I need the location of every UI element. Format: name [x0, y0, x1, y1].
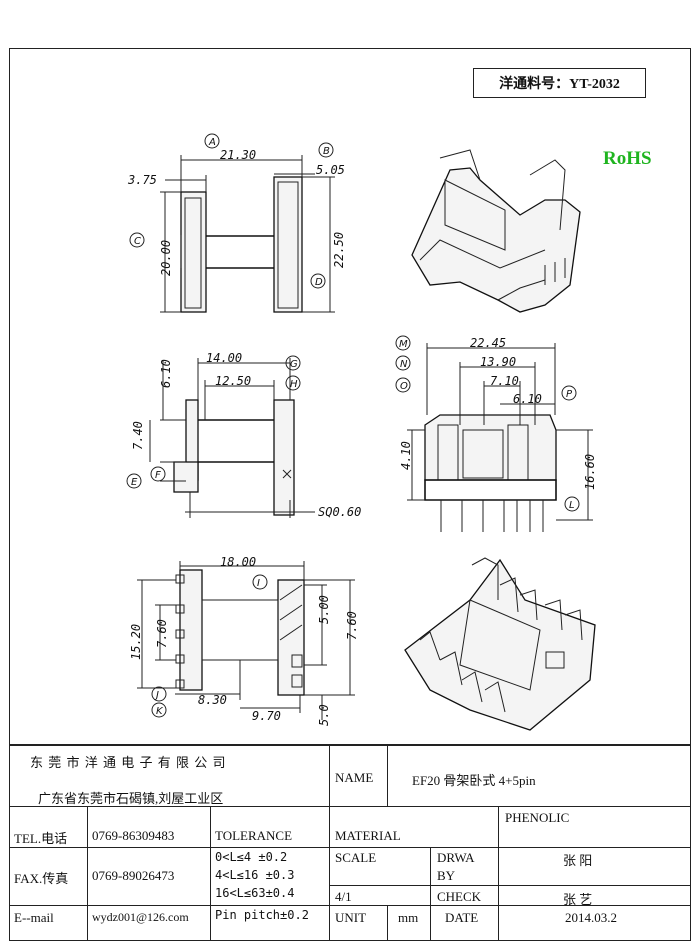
dim-5-05: 5.05: [316, 163, 345, 177]
email-value: wydz001@126.com: [92, 910, 189, 924]
check-label: CHECK: [437, 889, 482, 904]
end-view: [395, 335, 593, 532]
part-number-box: 洋通料号：YT-2032: [473, 68, 646, 98]
dim-8-30: 8.30: [198, 693, 227, 707]
tolerance-label: TOLERANCE: [215, 828, 293, 843]
dim-3-75: 3.75: [127, 173, 157, 187]
date-label: DATE: [445, 910, 479, 925]
dim-16-60: 16.60: [583, 454, 597, 490]
label-h: H: [290, 379, 298, 390]
bottom-view: [137, 561, 355, 720]
fax-label: FAX.传真: [14, 871, 69, 886]
dim-14-00: 14.00: [206, 351, 242, 365]
dim-7-40: 7.40: [131, 421, 145, 450]
label-p: P: [566, 389, 573, 400]
date-value: 2014.03.2: [565, 910, 617, 925]
tolerance-line-4: Pin pitch±0.2: [215, 908, 309, 922]
dim-13-90: 13.90: [480, 355, 516, 369]
scale-label: SCALE: [335, 850, 377, 865]
tel-value: 0769-86309483: [92, 828, 175, 843]
dim-18-00: 18.00: [220, 555, 256, 569]
material-value: PHENOLIC: [505, 810, 570, 825]
dim-7-60-a: 7.60: [155, 619, 169, 648]
rohs-mark: RoHS: [603, 148, 652, 169]
label-f: F: [155, 470, 161, 481]
side-view: [126, 355, 315, 518]
name-value: EF20 骨架卧式 4+5pin: [412, 773, 536, 788]
unit-label: UNIT: [335, 910, 367, 925]
drawn-value: 张 阳: [563, 853, 593, 868]
dim-sq0-60: SQ0.60: [318, 505, 361, 519]
drawing-frame: [9, 48, 691, 941]
label-b: B: [323, 146, 330, 157]
check-value: 张 艺: [563, 892, 593, 907]
isometric-view-bottom: [404, 557, 596, 731]
unit-value: mm: [398, 910, 419, 925]
front-view: [129, 133, 335, 313]
drawn-label-2: BY: [437, 868, 456, 883]
isometric-view-top: [411, 149, 581, 313]
dim-21-30: 21.30: [220, 148, 256, 162]
dim-5-00-a: 5.00: [317, 595, 331, 624]
dim-12-50: 12.50: [215, 374, 251, 388]
label-g: G: [290, 359, 298, 370]
label-o: O: [400, 381, 408, 392]
dim-7-10: 7.10: [490, 374, 519, 388]
email-label: E--mail: [14, 910, 54, 925]
label-d: D: [315, 277, 323, 288]
company-address: 广东省东莞市石碣镇,刘屋工业区: [38, 791, 224, 806]
tolerance-line-2: 4<L≤16 ±0.3: [215, 868, 295, 882]
tolerance-line-3: 16<L≤63±0.4: [215, 886, 295, 900]
label-c: C: [134, 236, 141, 247]
tel-label: TEL.电话: [14, 831, 68, 846]
dim-6-10-b: 6.10: [513, 392, 542, 406]
label-n: N: [400, 359, 408, 370]
dim-4-10: 4.10: [399, 441, 413, 470]
label-j: J: [154, 690, 159, 701]
drawn-label-1: DRWA: [437, 850, 475, 865]
part-number: 洋通料号：YT-2032: [499, 77, 620, 92]
label-i: I: [257, 578, 260, 589]
label-l: L: [569, 500, 575, 511]
dim-15-20: 15.20: [129, 624, 143, 660]
scale-value: 4/1: [335, 889, 352, 904]
dim-9-70: 9.70: [252, 709, 281, 723]
company-name: 东 莞 市 洋 通 电 子 有 限 公 司: [30, 755, 227, 770]
label-m: M: [399, 339, 408, 350]
material-label: MATERIAL: [335, 828, 401, 843]
dim-20-00: 20.00: [159, 240, 173, 276]
dim-22-50: 22.50: [332, 232, 346, 268]
dim-6-10-a: 6.10: [159, 359, 173, 388]
fax-value: 0769-89026473: [92, 868, 175, 883]
dim-22-45: 22.45: [470, 336, 506, 350]
name-label: NAME: [335, 770, 374, 785]
tolerance-line-1: 0<L≤4 ±0.2: [215, 850, 288, 864]
label-e: E: [131, 477, 138, 488]
label-k: K: [156, 706, 164, 717]
dim-7-60-b: 7.60: [345, 611, 359, 640]
dim-5-0: 5.0: [317, 704, 331, 726]
label-a: A: [208, 137, 216, 148]
